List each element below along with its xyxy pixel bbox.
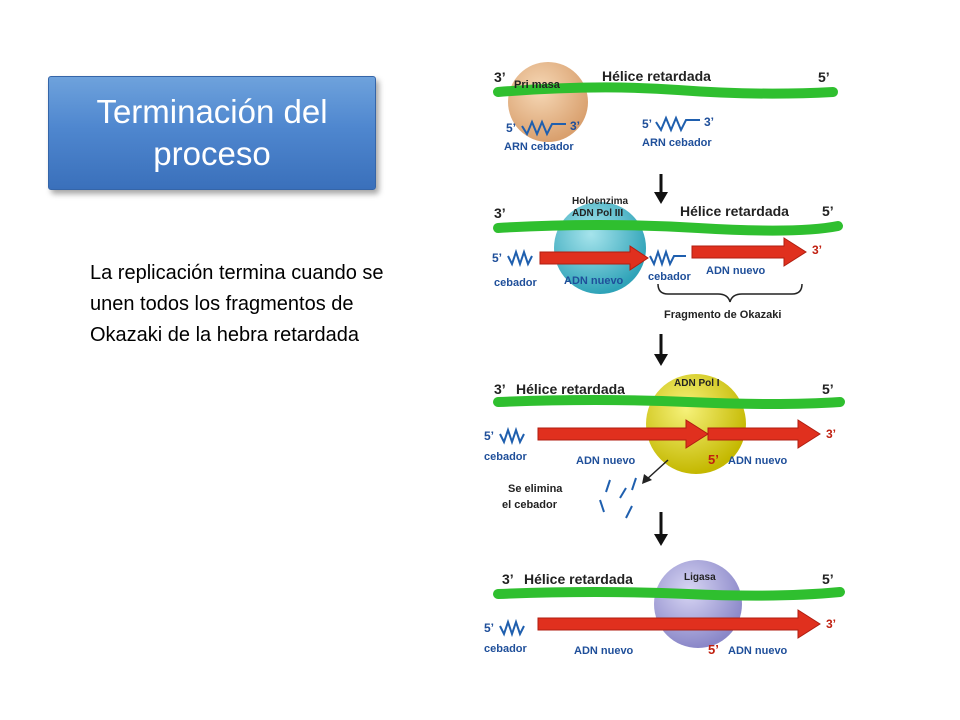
stage-4: 3’ Hélice retardada Ligasa 5’ 5’ cebador…	[484, 560, 845, 657]
enzyme-label: ADN Pol I	[674, 378, 720, 389]
strand-label: Hélice retardada	[680, 203, 789, 219]
removal-pointer	[645, 459, 669, 481]
primer-label: cebador	[494, 277, 538, 289]
new-dna-label: ADN nuevo	[574, 645, 634, 657]
enzyme-label-line-2: ADN Pol III	[572, 208, 623, 219]
okazaki-replication-diagram: 3’ Pri masa Hélice retardada 5’ 5’ 3’ AR…	[484, 62, 845, 657]
lagging-strand	[493, 220, 843, 236]
slide-title: Terminación del proceso	[96, 93, 328, 172]
primer-three-prime-label: 3’	[704, 115, 714, 129]
stage-3: 3’ Hélice retardada ADN Pol I 5’ 5’ ceba…	[484, 374, 845, 519]
primer-five-prime-label: 5’	[484, 621, 494, 635]
okazaki-brace	[657, 283, 803, 303]
strand-label: Hélice retardada	[602, 68, 711, 84]
new-dna-label: ADN nuevo	[728, 645, 788, 657]
okazaki-fragment-label: Fragmento de Okazaki	[664, 309, 781, 321]
five-prime-mid-label: 5’	[708, 452, 719, 467]
strand-label: Hélice retardada	[524, 571, 633, 587]
rna-primer	[649, 248, 686, 268]
primer-five-prime-label: 5’	[484, 429, 494, 443]
primer-five-prime-label: 5’	[642, 117, 652, 131]
lagging-strand	[493, 587, 845, 601]
primer-five-prime-label: 5’	[492, 251, 502, 265]
down-arrow-icon	[654, 334, 668, 366]
lagging-strand	[493, 82, 838, 99]
new-dna-arrow	[707, 419, 821, 449]
slide-body-text: La replicación termina cuando se unen to…	[90, 262, 384, 346]
three-prime-label: 3’	[494, 69, 506, 85]
three-prime-label: 3’	[494, 381, 506, 397]
primasa-enzyme	[508, 62, 588, 142]
primer-label: cebador	[484, 643, 528, 655]
new-dna-label: ADN nuevo	[564, 275, 624, 287]
stage-2: 3’ Holoenzima ADN Pol III Hélice retarda…	[492, 196, 843, 321]
down-arrow-icon	[654, 174, 668, 204]
primer-five-prime-label: 5’	[506, 121, 516, 135]
new-dna-arrow	[537, 419, 709, 449]
five-prime-label: 5’	[822, 571, 834, 587]
five-prime-label: 5’	[822, 203, 834, 219]
new-dna-label: ADN nuevo	[576, 455, 636, 467]
rna-primer	[499, 618, 525, 638]
new-dna-arrow	[539, 245, 649, 271]
new-dna-label: ADN nuevo	[706, 265, 766, 277]
primer-label: ARN cebador	[504, 141, 574, 153]
five-prime-label: 5’	[822, 381, 834, 397]
three-prime-label: 3’	[494, 205, 506, 221]
new-dna-arrow	[691, 237, 807, 267]
rna-primer	[507, 248, 533, 268]
new-dna-arrow	[537, 609, 821, 639]
arrow-end-three-prime-label: 3’	[826, 617, 836, 631]
primer-three-prime-label: 3’	[570, 119, 580, 133]
five-prime-label: 5’	[818, 69, 830, 85]
five-prime-mid-label: 5’	[708, 642, 719, 657]
removal-pointer-head	[642, 474, 652, 484]
primer-label: cebador	[484, 451, 528, 463]
rna-primer	[499, 426, 525, 446]
slide-title-box: Terminación del proceso	[48, 76, 376, 190]
new-dna-label: ADN nuevo	[728, 455, 788, 467]
enzyme-label-line-1: Holoenzima	[572, 196, 629, 207]
arrow-end-three-prime-label: 3’	[826, 427, 836, 441]
down-arrow-icon	[654, 512, 668, 546]
stage-1: 3’ Pri masa Hélice retardada 5’ 5’ 3’ AR…	[493, 62, 838, 153]
enzyme-label: Pri masa	[514, 79, 561, 91]
primer-removed-label-line-1: Se elimina	[508, 483, 563, 495]
strand-label: Hélice retardada	[516, 381, 625, 397]
three-prime-label: 3’	[502, 571, 514, 587]
rna-primer	[655, 115, 700, 133]
rna-primer	[521, 119, 566, 137]
removed-primer-fragments	[599, 477, 637, 519]
primer-removed-label-line-2: el cebador	[502, 499, 558, 511]
lagging-strand	[493, 395, 845, 409]
enzyme-label: Ligasa	[684, 572, 716, 583]
primer-label: ARN cebador	[642, 137, 712, 149]
arrow-end-three-prime-label: 3’	[812, 243, 822, 257]
primer-label: cebador	[648, 271, 692, 283]
